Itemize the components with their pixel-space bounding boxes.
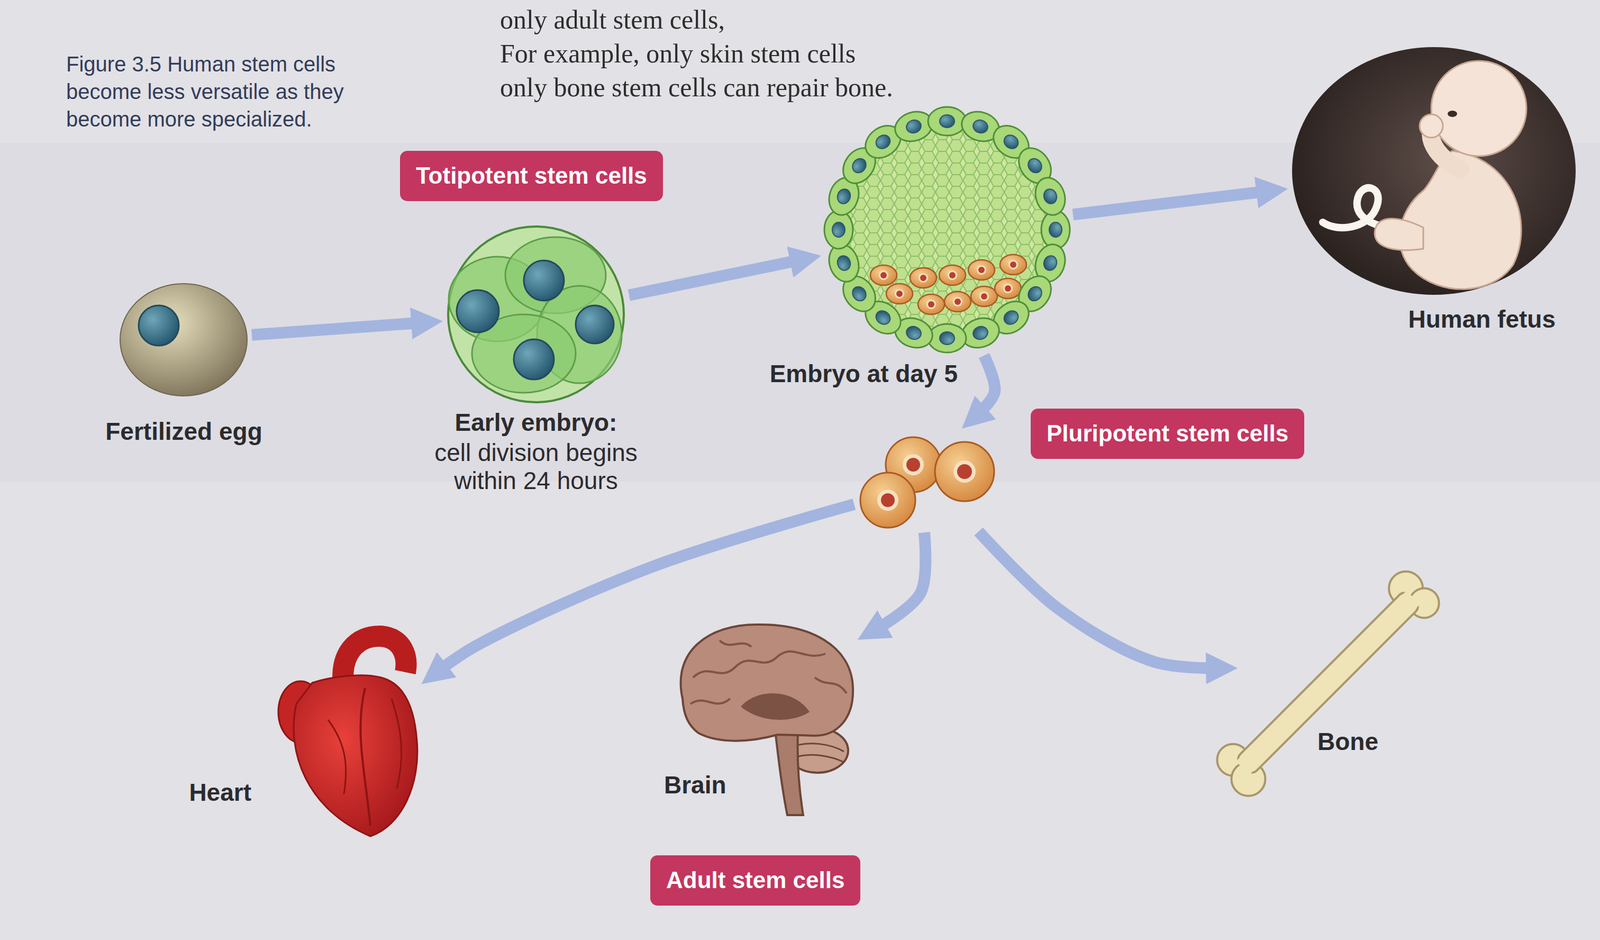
heart-illustration [360,687,371,826]
pluripotent-cell-cluster [953,460,976,483]
process-arrow [251,322,422,335]
body-text: only bone stem cells can repair bone. [500,71,894,103]
blastocyst-illustration [846,129,1048,331]
bone: Bone [1240,568,1440,794]
process-arrow [876,532,926,630]
process-arrow [438,504,854,671]
organ-label: Bone [1317,727,1379,756]
heart-illustration [391,698,402,789]
cell-label: Embryo at day 5 [769,359,958,388]
heart-illustration [328,719,347,794]
fertilized-egg: Fertilized egg [119,282,249,397]
cell-label: Human fetus [1407,305,1556,334]
brain-illustration [680,624,854,741]
early-embryo-illustration [575,305,614,344]
brain-illustration [693,651,826,678]
blastocyst-illustration [1030,173,1070,219]
process-arrow [978,531,1217,669]
process-arrow [629,259,801,296]
pluripotent-cell-cluster [957,464,972,479]
heart-illustration [293,675,418,836]
body-text: For example, only skin stem cells [500,38,856,69]
blastocyst-illustration [994,278,1022,299]
blastocyst-illustration [917,294,945,315]
bone-illustration [1235,589,1421,775]
cell-label: Early embryo: [455,408,618,437]
early-embryo-illustration [448,226,624,403]
pluripotent-cell-cluster [902,453,924,476]
blastocyst-illustration [1000,254,1027,275]
stage-tag-text: Adult stem cells [650,855,861,906]
brain-illustration [793,743,844,762]
brain: Brain [673,622,858,817]
bone-illustration [1235,753,1258,775]
stage-tag: Adult stem cells [650,855,861,906]
fetus-illustration [1292,47,1576,295]
day5-embryo: Embryo at day 5 [824,106,1070,353]
pluripotent-cell-cluster [877,489,899,511]
process-arrow [977,355,996,415]
organ-label: Brain [664,770,727,799]
bone-illustration [1398,590,1421,612]
pluripotent-cell-cluster [880,493,895,507]
fetus-illustration [1431,60,1527,157]
brain-illustration [740,693,810,720]
stage-tag-text: Totipotent stem cells [400,150,663,202]
egg-illustration [120,283,248,396]
cell-label: Fertilized egg [105,417,262,446]
pluripotent-cells: Pluripotent stem cells [857,433,998,530]
early-embryo-illustration [448,226,624,403]
blastocyst-illustration [886,283,913,304]
blastocyst-illustration [910,267,937,288]
bone-illustration [1207,564,1447,803]
pluripotent-cell-cluster [906,457,921,472]
pluripotent-cell-cluster [860,437,995,528]
early-embryo-illustration [513,339,554,380]
blastocyst-illustration [968,259,995,280]
fetus-illustration [1447,110,1458,117]
egg-illustration [138,305,179,346]
human-fetus: Human fetus [1291,46,1577,297]
stage-tag: Totipotent stem cells [400,150,663,202]
heart-illustration [278,630,418,836]
fetus-illustration [1374,218,1424,251]
blastocyst-illustration [928,323,967,353]
cell-description: cell division begins within 24 hours [408,438,663,495]
blastocyst-illustration [824,210,853,249]
pluripotent-cell-cluster [934,441,995,502]
blastocyst-illustration [970,286,998,307]
blastocyst-illustration [824,106,1070,353]
body-text: only adult stem cells, [500,4,725,35]
process-arrow [1073,191,1267,215]
blastocyst-illustration [939,265,966,286]
heart: Heart [275,627,418,838]
brain-illustration [775,730,804,815]
blastocyst-illustration [928,106,967,136]
early-embryo: Early embryo:cell division begins within… [446,224,626,405]
page-band [0,142,1600,482]
heart-illustration [364,630,366,643]
blastocyst-illustration [870,265,897,286]
stage-tag: Pluripotent stem cells [1030,408,1305,459]
early-embryo-illustration [523,260,565,301]
early-embryo-illustration [456,289,499,333]
figure-caption: Figure 3.5 Human stem cells become less … [66,50,411,133]
blastocyst-illustration [944,291,971,312]
blastocyst-illustration [1041,210,1070,249]
organ-label: Heart [188,778,252,807]
egg-illustration [120,283,248,396]
fetus-illustration [1419,114,1443,138]
fetus-illustration [1292,47,1576,295]
pluripotent-cell-cluster [860,472,916,528]
heart-illustration [385,630,390,642]
